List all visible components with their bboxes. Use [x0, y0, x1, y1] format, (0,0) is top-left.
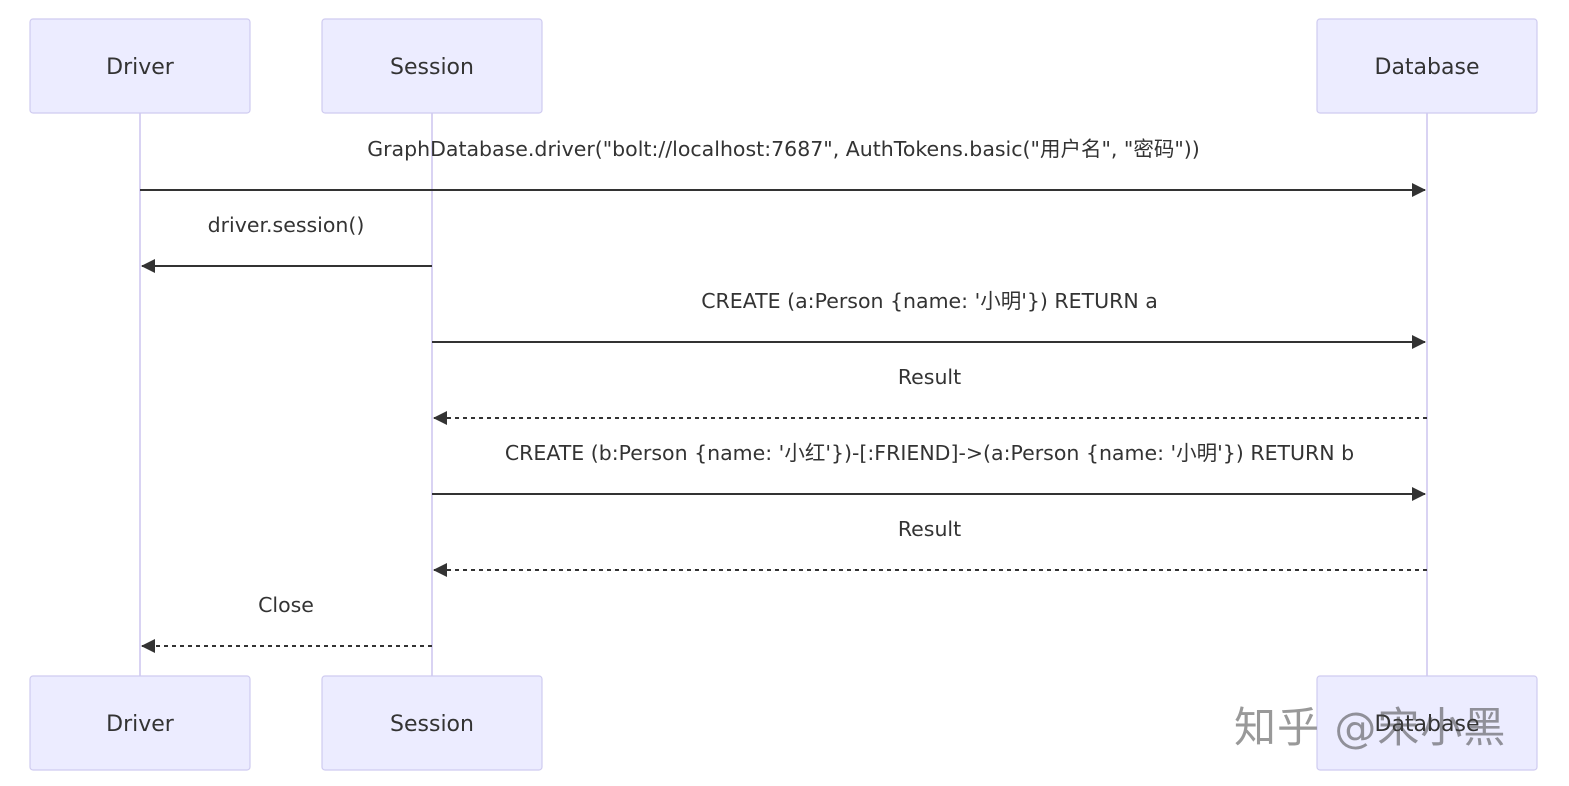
actor-database-top: Database [1316, 18, 1538, 114]
actor-box [29, 675, 251, 771]
actor-box [321, 18, 543, 114]
actor-box [321, 675, 543, 771]
message: Result [433, 365, 1427, 425]
actor-driver-top: Driver [29, 18, 251, 114]
message: Result [433, 517, 1427, 577]
actor-label: Database [1375, 55, 1480, 80]
message-label: Result [898, 365, 961, 389]
message-label: Result [898, 517, 961, 541]
actor-session-bottom: Session [321, 675, 543, 771]
lifelines [139, 113, 1428, 676]
actor-label: Database [1375, 712, 1480, 737]
message: driver.session() [141, 213, 432, 273]
message: CREATE (a:Person {name: '小明'}) RETURN a [432, 289, 1426, 349]
message-label: CREATE (b:Person {name: '小红'})-[:FRIEND]… [505, 441, 1354, 465]
actor-box [29, 18, 251, 114]
actors: DriverDriverSessionSessionDatabaseDataba… [29, 18, 1538, 771]
message-label: driver.session() [208, 213, 365, 237]
message: GraphDatabase.driver("bolt://localhost:7… [140, 137, 1426, 197]
actor-label: Driver [106, 55, 175, 80]
actor-box [1316, 675, 1538, 771]
actor-database-bottom: Database [1316, 675, 1538, 771]
actor-driver-bottom: Driver [29, 675, 251, 771]
actor-label: Session [390, 55, 474, 80]
actor-label: Driver [106, 712, 175, 737]
message-label: GraphDatabase.driver("bolt://localhost:7… [367, 137, 1200, 161]
actor-box [1316, 18, 1538, 114]
message: Close [141, 593, 432, 653]
message-label: Close [258, 593, 314, 617]
message-label: CREATE (a:Person {name: '小明'}) RETURN a [701, 289, 1158, 313]
message: CREATE (b:Person {name: '小红'})-[:FRIEND]… [432, 441, 1426, 501]
actor-label: Session [390, 712, 474, 737]
actor-session-top: Session [321, 18, 543, 114]
messages: GraphDatabase.driver("bolt://localhost:7… [140, 137, 1427, 653]
